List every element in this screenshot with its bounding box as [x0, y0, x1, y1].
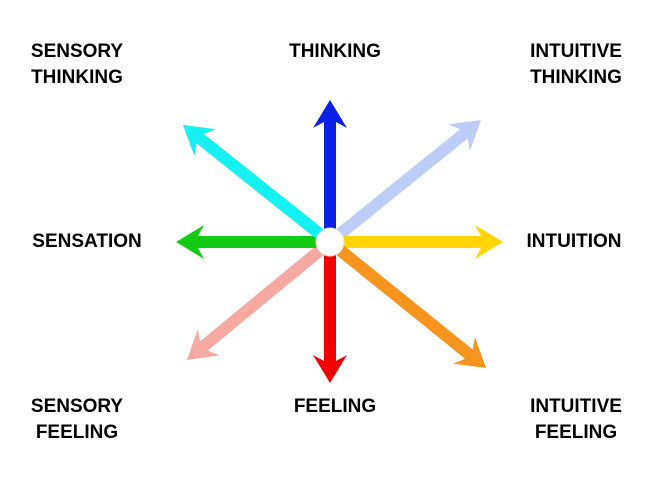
center-hub — [315, 227, 345, 257]
arrow-intuition — [340, 225, 503, 259]
label-line: INTUITIVE — [530, 41, 622, 62]
arrows-group — [176, 100, 503, 383]
label-line: THINKING — [289, 41, 381, 62]
label-line: THINKING — [31, 67, 123, 88]
arrow-feeling — [313, 252, 347, 383]
label-line: SENSORY — [30, 41, 124, 62]
label-line: SENSATION — [32, 231, 142, 252]
label-intuition: INTUITION — [527, 229, 622, 255]
label-feeling: FEELING — [294, 394, 376, 420]
label-line: THINKING — [530, 67, 622, 88]
label-line: INTUITION — [526, 231, 622, 252]
label-intuitive-thinking: INTUITIVE THINKING — [530, 39, 622, 91]
label-sensory-thinking: SENSORY THINKING — [31, 39, 123, 91]
arrow-sensory-thinking — [183, 125, 326, 241]
label-sensation: SENSATION — [32, 229, 141, 255]
label-line: FEELING — [534, 422, 618, 443]
label-intuitive-feeling: INTUITIVE FEELING — [530, 394, 622, 446]
arrow-sensory-feeling — [187, 243, 327, 360]
label-thinking: THINKING — [289, 39, 381, 65]
arrow-sensation — [176, 225, 320, 259]
label-sensory-feeling: SENSORY FEELING — [31, 394, 123, 446]
label-line: INTUITIVE — [530, 396, 622, 417]
arrow-thinking — [313, 100, 347, 232]
label-line: SENSORY — [30, 396, 124, 417]
arrow-intuitive-feeling — [334, 243, 486, 368]
label-line: FEELING — [35, 422, 119, 443]
arrow-intuitive-thinking — [334, 120, 481, 241]
label-line: FEELING — [293, 396, 377, 417]
